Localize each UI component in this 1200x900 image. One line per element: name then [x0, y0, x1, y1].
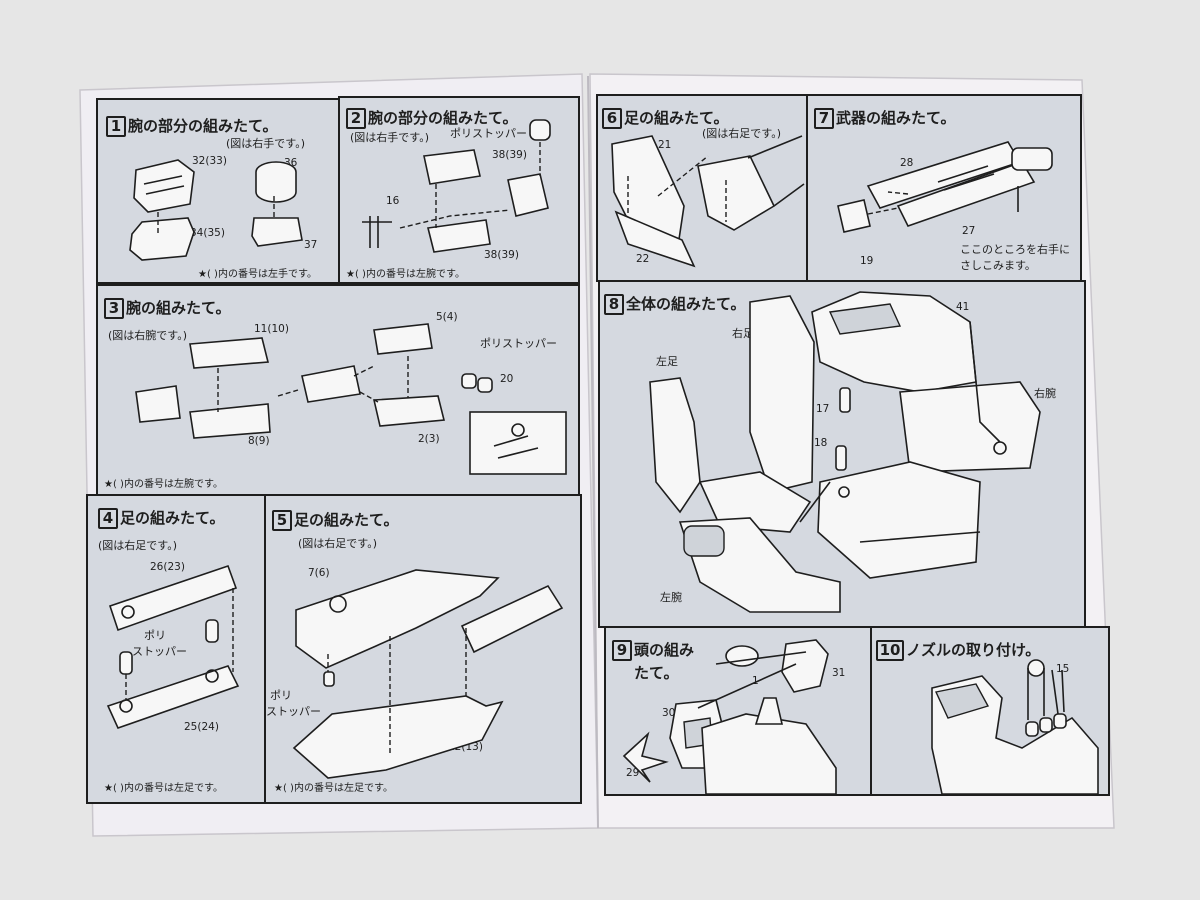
step-8-label-left-arm: 左腕	[660, 591, 682, 604]
step-1-part-36: 36	[284, 157, 298, 169]
step-1-note: ★( )内の番号は左手です。	[198, 269, 317, 280]
step-9-part-29: 29	[626, 767, 640, 779]
step-1-part-34-35: 34(35)	[190, 227, 225, 239]
step-8-label-left-leg: 左足	[656, 355, 678, 368]
step-2-part-38-39-bottom: 38(39)	[484, 249, 519, 261]
step-7-part-28: 28	[900, 157, 914, 169]
step-2-part-polystopper: ポリストッパー	[450, 127, 527, 140]
step-3-part-2-3: 2(3)	[418, 433, 440, 445]
step-2-illustration	[362, 119, 551, 253]
step-7-part-27: 27	[962, 225, 976, 237]
step-5-number: 5	[272, 510, 292, 531]
step-5-caption: (図は右足です。)	[298, 537, 377, 550]
step-4-part-stopper: ストッパー	[132, 645, 187, 658]
step-3-part-20: 20	[500, 373, 514, 385]
step-8-part-17: 17	[816, 403, 830, 415]
step-9-part-30: 30	[662, 707, 676, 719]
step-5-illustration	[292, 569, 564, 779]
step-2-caption: (図は右手です。)	[350, 131, 429, 144]
step-3-part-polystopper: ポリストッパー	[480, 337, 557, 350]
step-6-part-21: 21	[658, 139, 672, 151]
step-8-part-18: 18	[814, 437, 828, 449]
step-3-illustration	[135, 323, 567, 475]
step-2-part-38-39-top: 38(39)	[492, 149, 527, 161]
step-8-label-right-arm: 右腕	[1034, 387, 1056, 400]
step-3-note: ★( )内の番号は左腕です。	[104, 479, 223, 490]
step-1-part-37: 37	[304, 239, 318, 251]
step-4-illustration	[106, 564, 240, 729]
step-3-part-5-4: 5(4)	[436, 311, 458, 323]
step-3-caption: (図は右腕です。)	[108, 329, 187, 342]
step-4-note: ★( )内の番号は左足です。	[104, 783, 223, 794]
step-1-part-32-33: 32(33)	[192, 155, 227, 167]
step-10-illustration	[931, 659, 1099, 795]
step-2-note: ★( )内の番号は左腕です。	[346, 269, 465, 280]
step-3-part-8-9: 8(9)	[248, 435, 270, 447]
step-7-part-19: 19	[860, 255, 874, 267]
step-5-part-12-13: 12(13)	[448, 741, 483, 753]
step-8-label-right-leg: 右足	[732, 327, 754, 340]
step-10-number: 10	[876, 640, 904, 661]
step-7-illustration	[837, 141, 1053, 233]
step-8-part-41: 41	[956, 301, 970, 313]
step-1-number: 1	[106, 116, 126, 137]
step-3-part-11-10: 11(10)	[254, 323, 289, 335]
step-6-caption: (図は右足です。)	[702, 127, 781, 140]
step-9-title-line2: たて。	[634, 664, 679, 682]
step-6-illustration	[611, 135, 805, 268]
step-8-number: 8	[604, 294, 624, 315]
step-8-illustration	[649, 291, 1041, 613]
step-9-part-1: 1	[752, 675, 759, 687]
step-10-part-15: 15	[1056, 663, 1070, 675]
step-4-part-26-23: 26(23)	[150, 561, 185, 573]
step-6-number: 6	[602, 108, 622, 129]
step-7-instruction-line2: さしこみます。	[960, 259, 1036, 272]
step-9-number: 9	[612, 640, 632, 661]
step-1-caption: (図は右手です。)	[226, 137, 305, 150]
step-1-illustration	[129, 159, 303, 261]
step-2-part-16: 16	[386, 195, 400, 207]
step-4-part-25-24: 25(24)	[184, 721, 219, 733]
step-7-instruction-line1: ここのところを右手に	[960, 243, 1070, 256]
step-4-caption: (図は右足です。)	[98, 539, 177, 552]
step-9-part-31: 31	[832, 667, 846, 679]
step-5-part-poly: ポリ	[270, 689, 292, 702]
step-4-number: 4	[98, 508, 118, 529]
step-9-illustration	[622, 639, 837, 795]
step-6-part-22: 22	[636, 253, 650, 265]
step-5-part-stopper: ストッパー	[266, 705, 321, 718]
step-4-part-poly: ポリ	[144, 629, 166, 642]
step-7-number: 7	[814, 108, 834, 129]
step-5-note: ★( )内の番号は左足です。	[274, 783, 393, 794]
step-5-part-7-6: 7(6)	[308, 567, 330, 579]
step-2-number: 2	[346, 108, 366, 129]
step-3-number: 3	[104, 298, 124, 319]
